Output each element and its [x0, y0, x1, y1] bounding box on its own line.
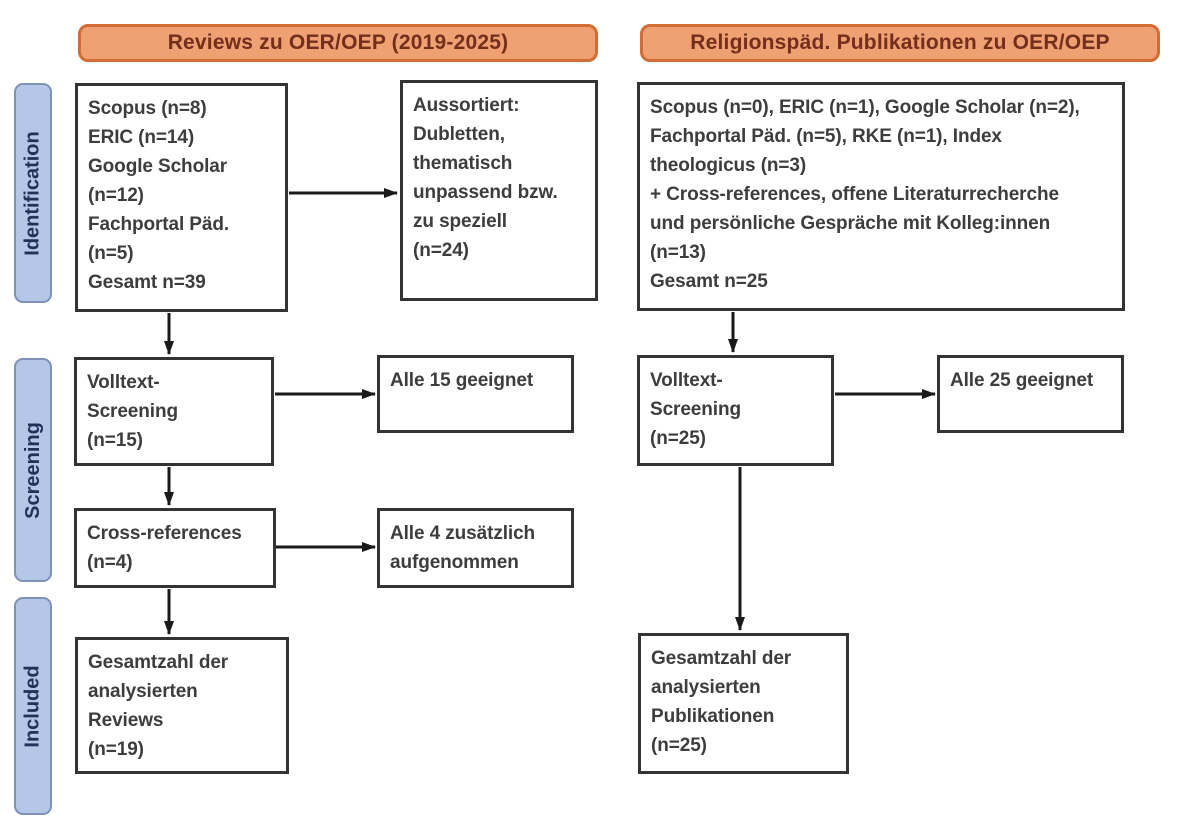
box-right-fulltext-screening: Volltext- Screening (n=25)	[637, 355, 834, 466]
stage-label-screening: Screening	[21, 421, 44, 519]
box-left-fulltext-result: Alle 15 geeignet	[377, 355, 574, 433]
box-left-cross-references: Cross-references (n=4)	[74, 508, 276, 588]
box-left-fulltext-screening: Volltext- Screening (n=15)	[74, 357, 274, 466]
box-right-fulltext-result: Alle 25 geeignet	[937, 355, 1124, 433]
box-left-cross-references-result: Alle 4 zusätzlich aufgenommen	[377, 508, 574, 588]
box-right-included-total: Gesamtzahl der analysierten Publikatione…	[638, 633, 849, 774]
box-left-excluded: Aussortiert: Dubletten, thematisch unpas…	[400, 80, 598, 301]
column-header-religionspaed: Religionspäd. Publikationen zu OER/OEP	[640, 24, 1160, 62]
stage-label-included: Included	[21, 664, 44, 748]
stage-tab-screening: Screening	[14, 358, 52, 582]
box-right-sources: Scopus (n=0), ERIC (n=1), Google Scholar…	[637, 82, 1125, 311]
column-header-reviews: Reviews zu OER/OEP (2019-2025)	[78, 24, 598, 62]
stage-tab-identification: Identification	[14, 83, 52, 303]
stage-tab-included: Included	[14, 597, 52, 815]
stage-label-identification: Identification	[21, 130, 44, 256]
box-left-included-total: Gesamtzahl der analysierten Reviews (n=1…	[75, 637, 289, 774]
box-left-sources: Scopus (n=8) ERIC (n=14) Google Scholar …	[75, 83, 288, 312]
